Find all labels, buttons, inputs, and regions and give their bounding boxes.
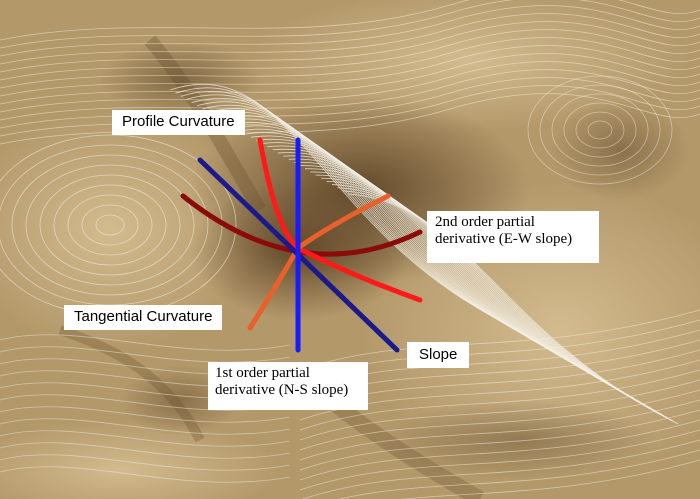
contour-line bbox=[272, 148, 603, 381]
contour-line bbox=[223, 118, 555, 352]
contour-line bbox=[299, 379, 700, 441]
contour-line bbox=[0, 406, 291, 423]
contour-line bbox=[245, 132, 576, 365]
contour-line bbox=[0, 0, 700, 49]
contour-line bbox=[0, 53, 700, 105]
contour-line bbox=[53, 184, 167, 266]
second-order-derivative-label: 2nd order partial derivative (E-W slope) bbox=[427, 211, 599, 263]
contour-line bbox=[175, 87, 506, 324]
second-order-derivative-line2: derivative (E-W slope) bbox=[435, 231, 573, 247]
contour-line bbox=[207, 108, 539, 343]
contour-line bbox=[348, 193, 679, 425]
second-order-derivative-line1: 2nd order partial bbox=[435, 214, 535, 230]
contour-line bbox=[39, 174, 181, 276]
contour-line bbox=[299, 309, 700, 371]
contour-line bbox=[213, 111, 544, 346]
contour-line bbox=[169, 83, 501, 321]
contour-line bbox=[299, 389, 700, 451]
contour-line bbox=[180, 90, 512, 327]
contour-line bbox=[0, 29, 700, 81]
contour-line bbox=[0, 466, 291, 483]
contour-line bbox=[0, 13, 700, 65]
contour-line bbox=[67, 194, 153, 256]
contour-line bbox=[0, 21, 700, 73]
contour-line bbox=[551, 93, 649, 167]
contour-line bbox=[331, 184, 663, 415]
contour-line bbox=[256, 138, 587, 371]
contour-line bbox=[587, 120, 613, 140]
contour-line bbox=[81, 204, 139, 246]
contour-line bbox=[299, 409, 700, 471]
tangential-curvature-label: Tangential Curvature bbox=[64, 305, 223, 330]
contour-line bbox=[0, 430, 291, 447]
analysis-lines bbox=[180, 137, 423, 353]
contour-line bbox=[527, 75, 673, 185]
contour-line bbox=[299, 419, 700, 481]
contour-line bbox=[95, 214, 125, 236]
contour-line bbox=[261, 142, 593, 374]
contour-line bbox=[240, 128, 571, 362]
contour-line bbox=[342, 190, 674, 422]
contour-line bbox=[283, 155, 614, 387]
contour-line bbox=[539, 84, 661, 176]
contour-line bbox=[299, 429, 700, 491]
contour-line bbox=[0, 442, 291, 459]
contour-line bbox=[0, 45, 700, 97]
contour-line bbox=[229, 122, 560, 356]
contour-line bbox=[299, 399, 700, 461]
contour-line bbox=[25, 164, 195, 286]
contour-line bbox=[0, 418, 291, 435]
contour-line bbox=[218, 115, 549, 349]
contour-line bbox=[0, 37, 700, 89]
contour-line bbox=[0, 61, 700, 113]
contour-line bbox=[399, 459, 700, 499]
contour-line bbox=[0, 5, 700, 57]
first-order-derivative-label: 1st order partial derivative (N-S slope) bbox=[208, 362, 368, 410]
contour-line bbox=[326, 180, 657, 412]
contour-line bbox=[575, 111, 625, 149]
contour-line bbox=[0, 134, 237, 316]
contour-line bbox=[299, 369, 700, 431]
profile-curvature-label: Profile Curvature bbox=[112, 110, 245, 135]
contour-line bbox=[563, 102, 637, 158]
contour-line bbox=[267, 145, 598, 378]
contour-line bbox=[301, 439, 700, 499]
contour-line bbox=[0, 0, 700, 41]
contour-line bbox=[0, 454, 291, 471]
contour-line bbox=[338, 449, 700, 499]
contour-line bbox=[0, 346, 291, 363]
contour-line bbox=[11, 154, 209, 296]
first-order-derivative-line2: derivative (N-S slope) bbox=[215, 382, 349, 398]
slope-label: Slope bbox=[407, 342, 470, 368]
contour-line bbox=[0, 334, 291, 351]
first-order-derivative-line1: 1st order partial bbox=[215, 365, 310, 381]
